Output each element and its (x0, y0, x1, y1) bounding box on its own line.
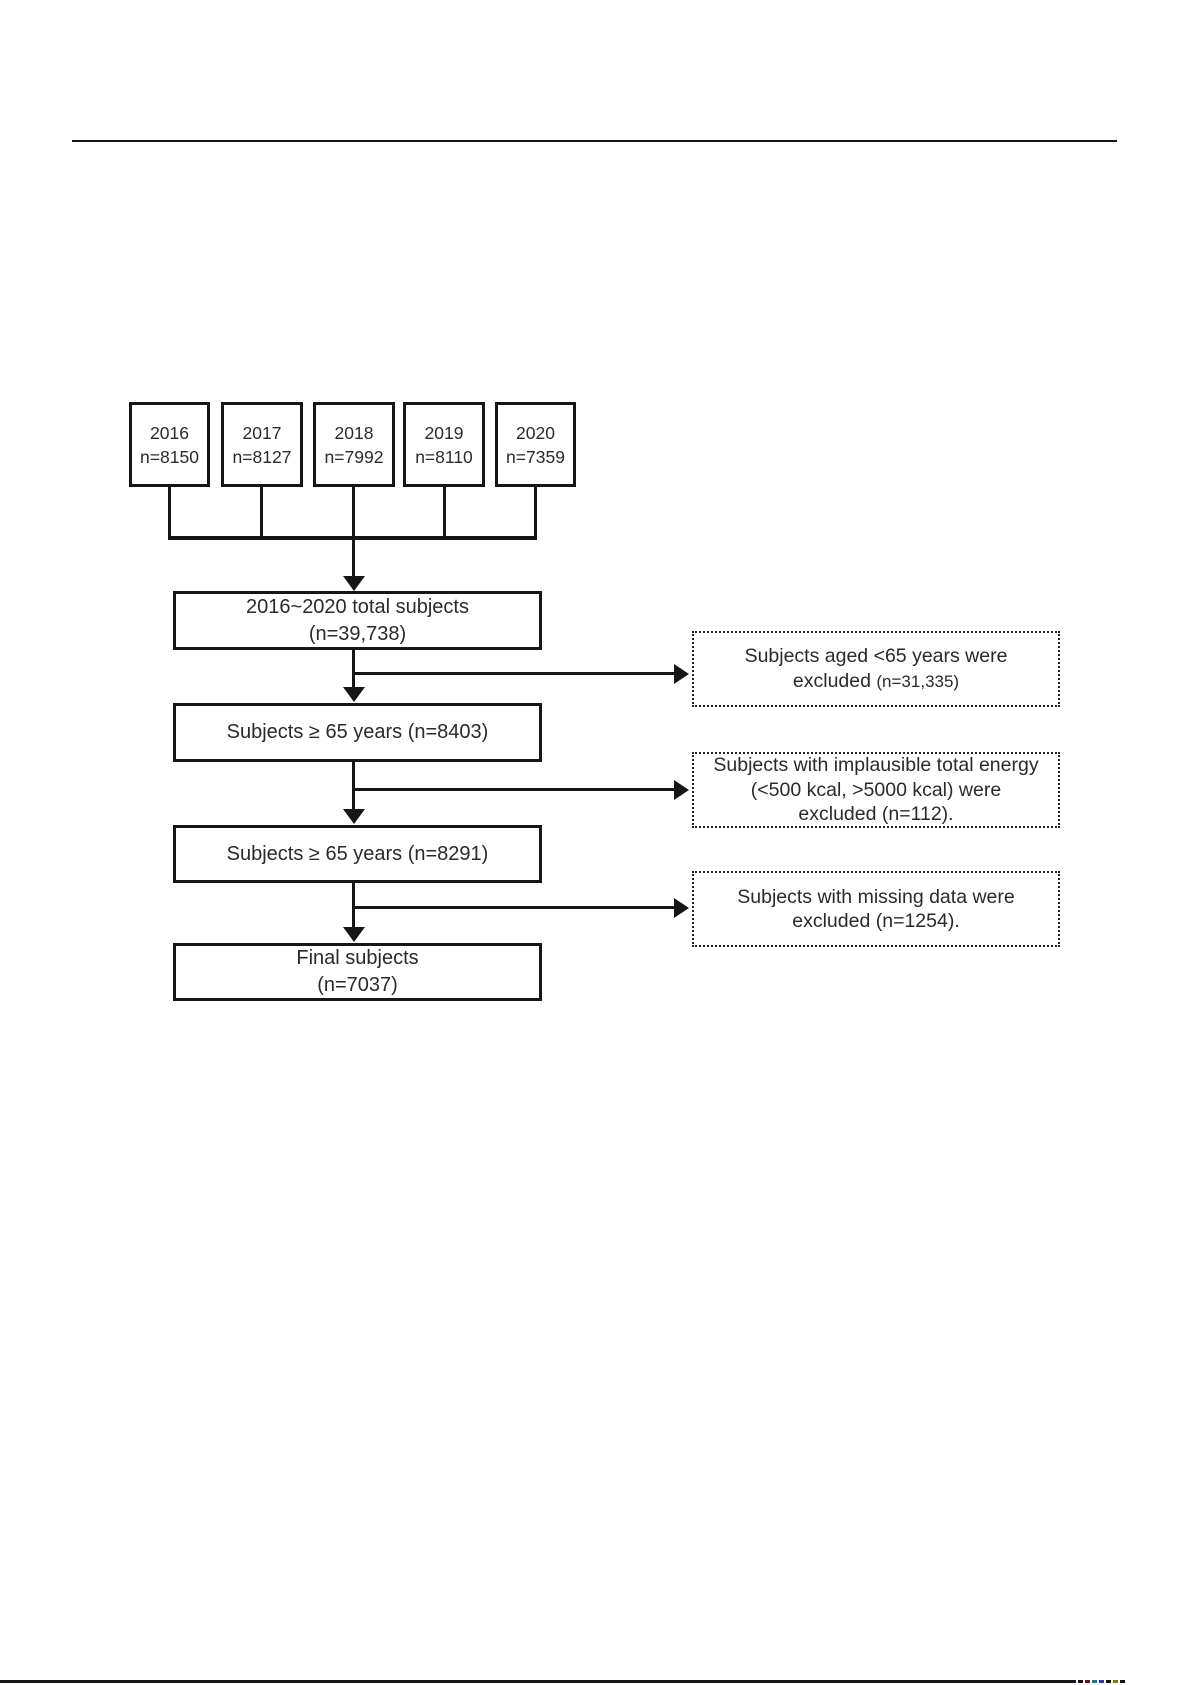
step-8403-label: Subjects ≥ 65 years (n=8403) (226, 721, 489, 743)
footer-color-dashes (1078, 1679, 1125, 1683)
page-header-rule (72, 140, 1117, 142)
year-n: n=8110 (415, 446, 473, 467)
year-box-2016: 2016 n=8150 (129, 402, 210, 487)
arrowhead-right-exclusion1-icon (674, 664, 689, 684)
arrowhead-down-step1-icon (343, 687, 365, 702)
final-subjects-line1: Final subjects (296, 947, 419, 969)
arrowhead-right-exclusion2-icon (674, 780, 689, 800)
footer-dash (1113, 1679, 1118, 1683)
footer-dash (1120, 1679, 1125, 1683)
total-subjects-line1: 2016~2020 total subjects (246, 595, 469, 618)
exclusion-age-line2: excluded (n=31,335) (793, 669, 959, 695)
year-n: n=8127 (232, 446, 292, 467)
arrowhead-down-step2-icon (343, 809, 365, 824)
connector-stub-2016 (168, 487, 171, 539)
year-n: n=8150 (140, 446, 199, 467)
exclusion-missing-line1: Subjects with missing data were (737, 885, 1015, 908)
exclusion-box-energy: Subjects with implausible total energy (… (692, 752, 1060, 828)
footer-dash (1092, 1679, 1097, 1683)
total-subjects-line2: (n=39,738) (308, 622, 407, 645)
arrowhead-right-exclusion3-icon (674, 898, 689, 918)
exclusion-age-line2a: excluded (792, 669, 877, 692)
branch-exclusion3-hline (352, 906, 676, 909)
step-box-8403: Subjects ≥ 65 years (n=8403) (173, 703, 542, 762)
exclusion-age-line2b: (n=31,335) (876, 671, 960, 691)
branch-exclusion2-hline (352, 788, 676, 791)
exclusion-missing-line2: excluded (n=1254). (792, 910, 960, 932)
page-footer-rule (0, 1680, 1076, 1683)
year-label: 2018 (334, 422, 374, 443)
connector-stub-2017 (260, 487, 263, 539)
footer-dash (1099, 1679, 1104, 1683)
total-subjects-box: 2016~2020 total subjects (n=39,738) (173, 591, 542, 650)
connector-stub-2020 (534, 487, 537, 539)
final-subjects-line2: (n=7037) (317, 974, 398, 996)
year-box-2020: 2020 n=7359 (495, 402, 576, 487)
exclusion-energy-line3: excluded (n=112). (798, 803, 954, 826)
step-8291-label: Subjects ≥ 65 years (n=8291) (226, 842, 489, 865)
final-subjects-box: Final subjects (n=7037) (173, 943, 542, 1001)
year-n: n=7359 (506, 446, 565, 467)
connector-step1-vline (352, 650, 355, 689)
arrowhead-down-final-icon (343, 927, 365, 942)
exclusion-box-age: Subjects aged <65 years were excluded (n… (692, 631, 1060, 707)
year-box-2019: 2019 n=8110 (403, 402, 485, 487)
connector-step2-vline (352, 762, 355, 811)
arrowhead-down-total-icon (343, 576, 365, 591)
year-label: 2017 (242, 422, 282, 443)
footer-dash (1085, 1679, 1090, 1683)
connector-stub-2019 (443, 487, 446, 539)
exclusion-box-missing: Subjects with missing data were excluded… (692, 871, 1060, 947)
exclusion-age-line1: Subjects aged <65 years were (744, 645, 1008, 667)
year-label: 2016 (150, 422, 189, 443)
year-label: 2019 (424, 422, 464, 443)
year-box-2017: 2017 n=8127 (221, 402, 303, 487)
exclusion-energy-line1: Subjects with implausible total energy (713, 754, 1039, 777)
branch-exclusion1-hline (352, 672, 676, 675)
year-box-2018: 2018 n=7992 (313, 402, 395, 487)
step-box-8291: Subjects ≥ 65 years (n=8291) (173, 825, 542, 883)
connector-total-vline (352, 536, 355, 578)
exclusion-energy-line2: (<500 kcal, >5000 kcal) were (750, 778, 1002, 801)
footer-dash (1078, 1679, 1083, 1683)
year-label: 2020 (516, 422, 555, 443)
year-n: n=7992 (324, 446, 384, 467)
connector-stub-2018 (352, 487, 355, 539)
footer-dash (1106, 1679, 1111, 1683)
